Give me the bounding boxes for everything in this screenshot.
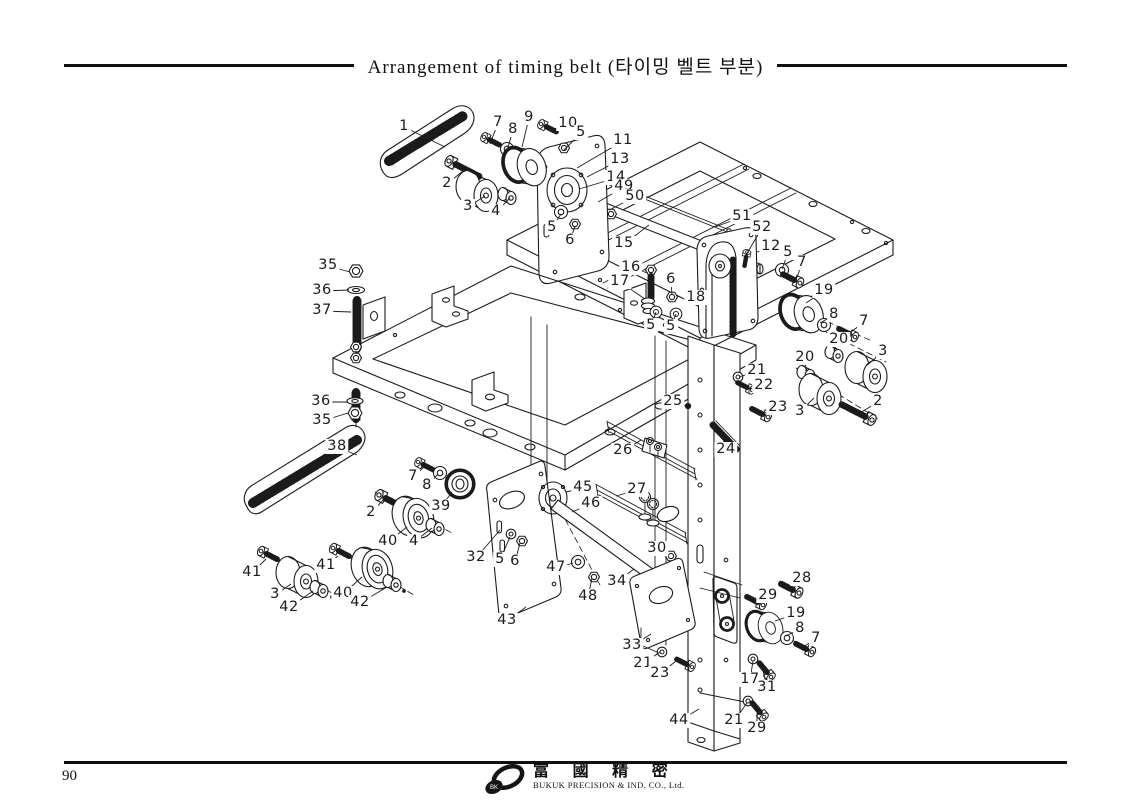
callout-42-61: 42 [348,594,372,611]
logo-text: 富 國 精 密 BUKUK PRECISION & IND. CO., Ltd. [533,762,684,790]
callout-12-19: 12 [759,238,783,255]
callout-7-27: 7 [795,254,809,271]
callout-20-32: 20 [793,349,817,366]
callout-8-29: 8 [827,306,841,323]
callout-29-75: 29 [756,587,780,604]
callout-9-3: 9 [522,109,536,126]
callout-19-76: 19 [784,605,808,622]
callout-36-45: 36 [310,282,334,299]
callout-52-18: 52 [750,219,774,236]
callout-29-83: 29 [745,720,769,737]
callout-24-40: 24 [714,441,738,458]
callout-5-5: 5 [574,124,588,141]
callout-6-22: 6 [664,271,678,288]
callout-26-41: 26 [611,442,635,459]
callout-41-56: 41 [240,564,264,581]
callout-44-81: 44 [667,712,691,729]
logo-company-name: BUKUK PRECISION & IND. CO., Ltd. [533,779,685,790]
footer-rule [64,761,1067,764]
callout-5-26: 5 [781,244,795,261]
callout-46-66: 46 [579,495,603,512]
callout-13-10: 13 [608,151,632,168]
page-number: 90 [62,768,77,784]
callout-50-13: 50 [623,188,647,205]
callout-23-73: 23 [648,665,672,682]
page-title: Arrangement of timing belt (타이밍 벨트 부분) [367,57,764,78]
callout-16-20: 16 [619,259,643,276]
callout-34-70: 34 [605,573,629,590]
bukuk-logo-icon: BK [485,763,525,795]
callout-7-1: 7 [491,114,505,131]
callout-47-67: 47 [544,559,568,576]
callout-7-50: 7 [406,468,420,485]
callout-17-79: 17 [738,671,762,688]
callout-4-8: 4 [489,203,503,220]
callout-2-6: 2 [440,175,454,192]
callout-28-74: 28 [790,570,814,587]
callout-8-77: 8 [793,620,807,637]
callout-21-82: 21 [722,712,746,729]
callout-10-4: 10 [556,115,580,132]
callout-22-35: 22 [752,377,776,394]
callout-2-52: 2 [364,504,378,521]
callout-25-36: 25 [661,393,685,410]
callout-27-42: 27 [625,481,649,498]
callout-39-53: 39 [429,498,453,515]
callout-48-68: 48 [576,588,600,605]
callout-5-24: 5 [644,317,658,334]
callout-3-58: 3 [268,586,282,603]
callout-7-78: 7 [809,630,823,647]
callout-33-71: 33 [620,637,644,654]
callout-41-57: 41 [314,557,338,574]
callout-19-28: 19 [812,282,836,299]
callout-42-59: 42 [277,599,301,616]
callout-3-38: 3 [793,403,807,420]
callout-6-15: 6 [563,232,577,249]
callout-5-63: 5 [493,551,507,568]
logo-cjk-text: 富 國 精 密 [533,761,677,780]
callout-30-43: 30 [645,540,669,557]
callout-21-34: 21 [745,362,769,379]
callout-18-23: 18 [684,289,708,306]
page-header: Arrangement of timing belt (타이밍 벨트 부분) [64,52,1067,79]
callout-1-0: 1 [397,118,411,135]
callout-35-48: 35 [310,412,334,429]
callout-8-51: 8 [420,477,434,494]
callout-37-46: 37 [310,302,334,319]
title-rule-left [64,64,354,67]
callout-51-17: 51 [730,208,754,225]
callout-3-7: 3 [461,198,475,215]
callout-3-33: 3 [876,343,890,360]
callout-40-54: 40 [376,533,400,550]
callout-17-21: 17 [608,273,632,290]
company-logo: BK 富 國 精 密 BUKUK PRECISION & IND. CO., L… [483,762,684,798]
callout-36-47: 36 [309,393,333,410]
callout-7-30: 7 [857,313,871,330]
callout-11-9: 11 [611,132,635,149]
callout-45-65: 45 [571,479,595,496]
callout-2-39: 2 [871,393,885,410]
callout-31-80: 31 [755,679,779,696]
title-rule-right [777,64,1067,67]
callout-15-16: 15 [612,235,636,252]
logo-monogram: BK [490,785,498,791]
callout-43-69: 43 [495,612,519,629]
callout-5-14: 5 [545,219,559,236]
callout-20-31: 20 [827,331,851,348]
callout-8-2: 8 [506,121,520,138]
callout-5-25: 5 [664,318,678,335]
callout-6-64: 6 [508,553,522,570]
callout-4-55: 4 [407,533,421,550]
callout-32-62: 32 [464,549,488,566]
callout-38-49: 38 [325,438,349,455]
callout-23-37: 23 [766,399,790,416]
callout-35-44: 35 [316,257,340,274]
